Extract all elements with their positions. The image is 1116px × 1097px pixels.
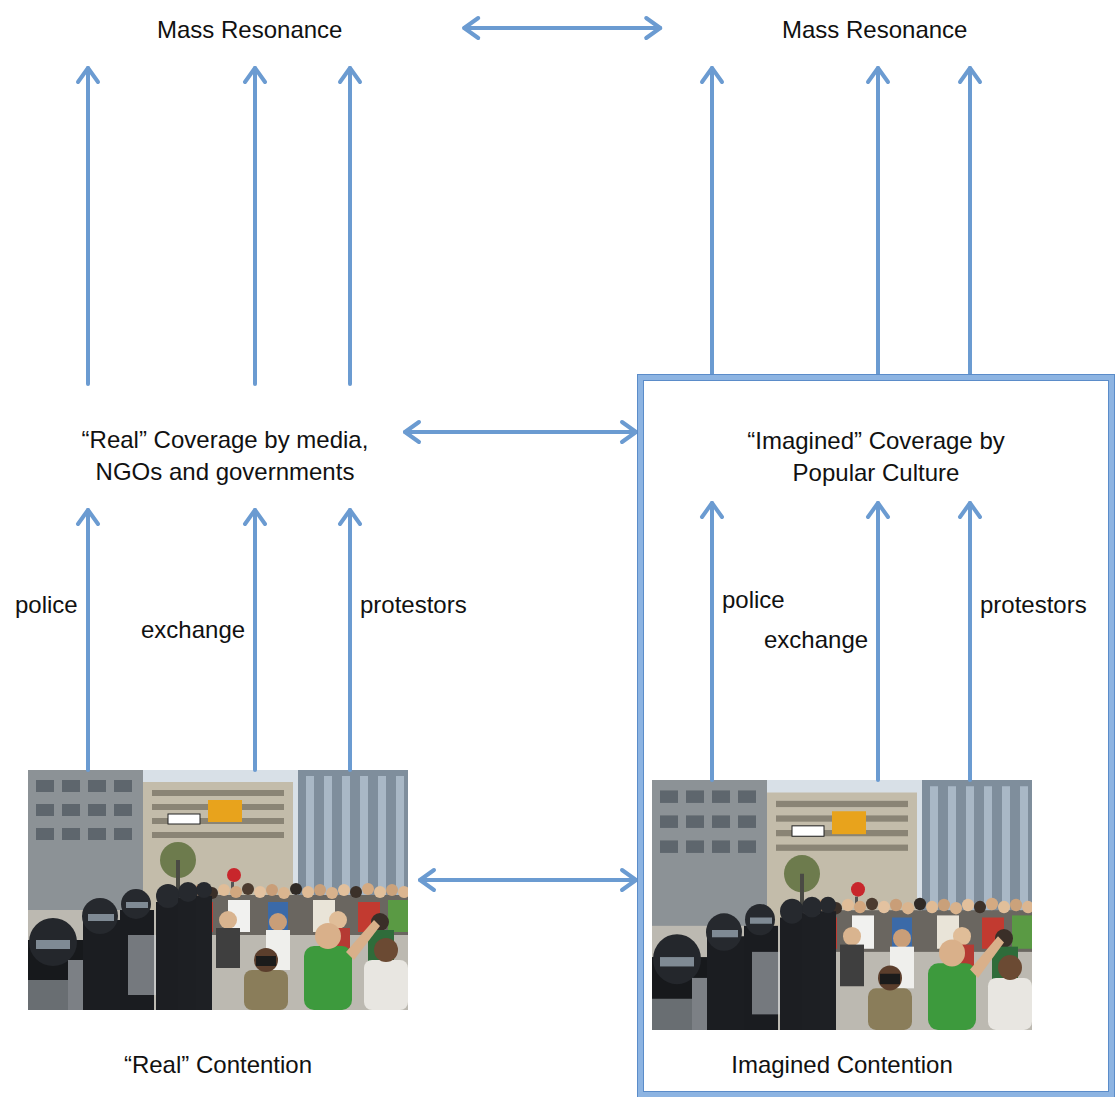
- connector-arrow: [245, 510, 265, 770]
- connector-arrow: [702, 68, 722, 375]
- node-text: “Real” Contention: [28, 1049, 408, 1081]
- node-text: Mass Resonance: [782, 14, 967, 46]
- edge-label: exchange: [139, 614, 247, 646]
- photo-node: Imagined Contention: [652, 780, 1032, 1081]
- connector-arrow: [868, 503, 888, 780]
- node-text: “Imagined” Coverage by Popular Culture: [726, 425, 1026, 489]
- connector-arrow: [960, 68, 980, 375]
- node-text: “Real” Coverage by media, NGOs and gover…: [55, 424, 395, 488]
- edge-label: police: [720, 584, 787, 616]
- connector-arrow: [340, 68, 360, 384]
- node-text: Mass Resonance: [157, 14, 342, 46]
- connector-arrow: [78, 68, 98, 384]
- connector-arrow: [868, 68, 888, 375]
- stage-label: Mass Resonance: [782, 14, 967, 46]
- connector-arrow: [960, 503, 980, 780]
- photo-node: “Real” Contention: [28, 770, 408, 1081]
- coverage-label: “Real” Coverage by media, NGOs and gover…: [55, 424, 395, 488]
- connector-arrow: [702, 503, 722, 780]
- connector-arrow: [340, 510, 360, 770]
- connector-arrow: [420, 870, 636, 890]
- connector-arrow: [78, 510, 98, 770]
- edge-label: exchange: [762, 624, 870, 656]
- edge-label: protestors: [978, 589, 1089, 621]
- connector-arrow: [405, 422, 636, 442]
- node-text: Imagined Contention: [652, 1049, 1032, 1081]
- edge-label: police: [13, 589, 80, 621]
- connector-arrow: [245, 68, 265, 384]
- imagined-frame: “Imagined” Coverage by Popular CultureIm…: [638, 375, 1114, 1097]
- stage-label: Mass Resonance: [157, 14, 342, 46]
- edge-label: protestors: [358, 589, 469, 621]
- connector-arrow: [464, 18, 660, 38]
